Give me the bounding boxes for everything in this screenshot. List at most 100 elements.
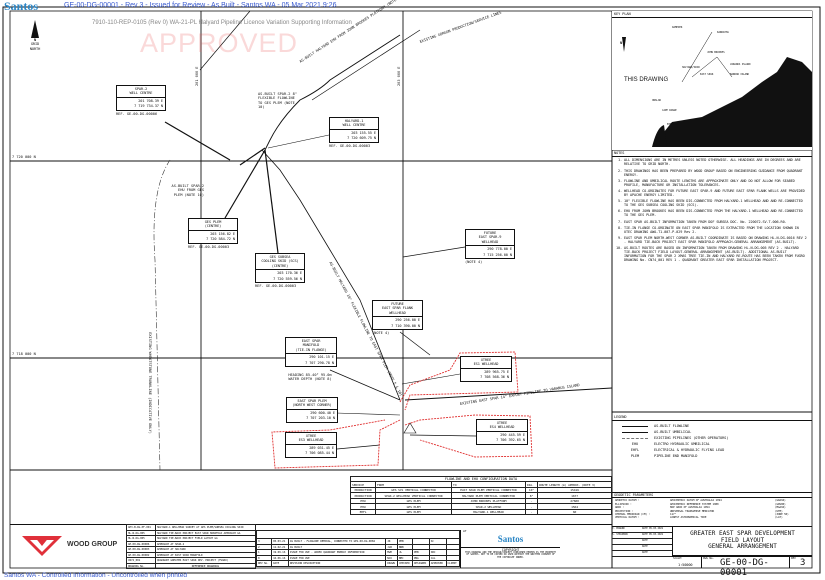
key-plan-map xyxy=(622,31,812,147)
signoff-row: DATE xyxy=(612,545,672,551)
grid-label-east-1: 201 000 E xyxy=(195,66,199,86)
legend-text: EXISTING PIPELINES (OTHER OPERATORS) xyxy=(654,436,729,441)
easting: 203 170.36 E xyxy=(277,271,302,276)
north-label-north: NORTH xyxy=(29,46,41,51)
easting: 203 156.82 E xyxy=(210,231,235,236)
table-cell: HALYARD-1 WELLHEAD xyxy=(450,508,526,516)
location-ref: REF. GE-00-DG-00003 xyxy=(329,144,371,148)
signoff-date: DATE 05.03.2021 xyxy=(642,527,664,530)
northing: 7 720 609.75 N xyxy=(347,136,376,141)
table-cell: GES PLEM xyxy=(374,503,452,510)
column-header: FROM xyxy=(374,481,452,488)
note-item: 10" FLEXIBLE FLOWLINE HAS BEEN DIS-CONNE… xyxy=(624,199,808,208)
table-cell: EHFL xyxy=(350,508,376,516)
geodetic-value: MAP GRID OF AUSTRALIA 1994 xyxy=(670,505,710,510)
grid-label-north-2: 7 718 000 N xyxy=(12,352,36,356)
location-title: EAST SPAR PLEM (NORTH WEST CORNER) xyxy=(287,398,337,410)
north-arrow-icon xyxy=(31,20,39,38)
geodetic-label: PROJECTION : xyxy=(615,508,634,513)
geodetic-label: GRID : xyxy=(615,505,625,510)
geodetic-label: ELLIPSOID : xyxy=(615,501,632,506)
rev-label: REV xyxy=(791,556,796,560)
copyright-title: COPYRIGHT xyxy=(461,546,560,552)
location-title: GES PLEM (CENTRE) xyxy=(189,219,237,231)
legend-item: AS-BUILT FLOWLINE xyxy=(622,424,812,430)
signoff-name xyxy=(612,545,642,550)
table-cell: PRODUCTION xyxy=(350,492,376,499)
wood-group-name: WOOD GROUP xyxy=(67,541,118,548)
table-cell: 10" xyxy=(524,486,539,494)
legend-abbrev: PLEM xyxy=(630,454,640,459)
signoff-date: DATE xyxy=(642,551,648,554)
location-title: EAST SPAR MANIFOLD (TIE-IN FLANGE) xyxy=(286,338,336,355)
column-header: DIA. xyxy=(524,481,539,488)
approved-watermark: APPROVED xyxy=(140,28,299,58)
place-label: VARANUS ISLAND xyxy=(730,63,751,66)
geodetic-value: GEOCENTRIC REFERENCE SYSTEM 1980 xyxy=(670,501,719,506)
dwg-label: DWG No. xyxy=(703,556,715,560)
location-ref: (NOTE 4) xyxy=(372,331,390,335)
signoff-date: DATE xyxy=(642,545,648,548)
northing: 7 706 392.65 N xyxy=(496,438,525,443)
legend-dash-symbol xyxy=(622,438,648,442)
flowline-table-title: FLOWLINE AND EHU CONFIGURATION DATA xyxy=(350,476,612,482)
at-label: AT xyxy=(463,529,467,533)
grid-label-north-1: 7 720 000 N xyxy=(12,155,36,159)
santos-logo: Santos xyxy=(497,533,524,544)
geodetic-code: (LAT) xyxy=(775,515,783,520)
signoff-row: DATE xyxy=(612,539,672,545)
revision-cell: AS BUILT - FLOWLINE REMOVAL, CONNECTED T… xyxy=(287,538,387,545)
note-item: TIE-IN FLANGE CO-ORDINATE ON EAST SPAR M… xyxy=(624,226,808,235)
geodetic-row: GEODETIC DATUM : GEOCENTRIC DATUM OF AUST… xyxy=(615,498,809,503)
table-cell: SPAR-2 WELLHEAD VERTICAL CONNECTOR xyxy=(374,492,452,499)
legend-line-symbol xyxy=(622,426,648,430)
legend-text: PIPELINE END MANIFOLD xyxy=(654,454,698,459)
place-label: EXMOUTH xyxy=(667,123,678,126)
legend-abbrev: EHU xyxy=(631,442,639,447)
geodetic-code: (ZONE 50) xyxy=(775,512,789,517)
geodetic-value: GEOCENTRIC DATUM OF AUSTRALIA 1994 xyxy=(670,498,722,503)
location-ref: (NOTE 4) xyxy=(465,260,483,264)
location-title: GES SUBSEA COOLING SKID (SCS) (CENTRE) xyxy=(256,254,304,271)
legend-text: ELECTRICAL & HYDRAULIC FLYING LEAD xyxy=(654,448,725,453)
place-label: DAMPIER xyxy=(672,26,683,29)
legend-text: AS-BUILT UMBILICAL xyxy=(654,430,692,435)
column-header: REVISION DESCRIPTION xyxy=(287,560,387,567)
santos-logo-header: Santos xyxy=(4,0,39,13)
geodetic-label: GEODETIC DATUM : xyxy=(615,498,640,503)
geodetic-label: CENTRAL MERIDIAN (CM) : xyxy=(615,512,650,517)
table-cell: GES PLEM xyxy=(374,508,452,516)
easting: 290 101.15 E xyxy=(309,355,334,360)
note-item: FLOWLINE AND UMBILICAL ROUTE LENGTHS ARE… xyxy=(624,179,808,188)
northing: 7 708 568.36 N xyxy=(480,375,509,380)
geodetic-value: LOWEST ASTRONOMICAL TIDE xyxy=(670,515,707,520)
grid-label-east-2: 203 000 E xyxy=(397,66,401,86)
signoff-name xyxy=(612,551,642,556)
north-arrow: N GRID NORTH xyxy=(24,20,46,51)
place-label: HALYARD/SPAR xyxy=(682,66,700,69)
easting: 289 965.75 E xyxy=(484,369,509,374)
location-title: XTREE ES4 WELLHEAD xyxy=(477,420,527,432)
place-label: CAPE RANGE xyxy=(662,109,677,112)
geodetic-row: VERTICAL DATUM : LOWEST ASTRONOMICAL TIDE… xyxy=(615,515,809,520)
legend-item: EXISTING PIPELINES (OTHER OPERATORS) xyxy=(622,436,812,442)
easting: 289 031.45 E xyxy=(309,445,334,450)
classification-footer: Santos WA - Controlled Information - Unc… xyxy=(4,572,187,579)
note-item: EAST SPAR PLEM NORTH-WEST CORNER AS-BUIL… xyxy=(624,236,808,245)
key-plan-north-icon: N xyxy=(620,41,623,45)
callout: AS-BUILT SPAR-2 8" FLEXIBLE FLOWLINE TO … xyxy=(258,92,297,110)
geodetic-label: VERTICAL DATUM : xyxy=(615,515,640,520)
